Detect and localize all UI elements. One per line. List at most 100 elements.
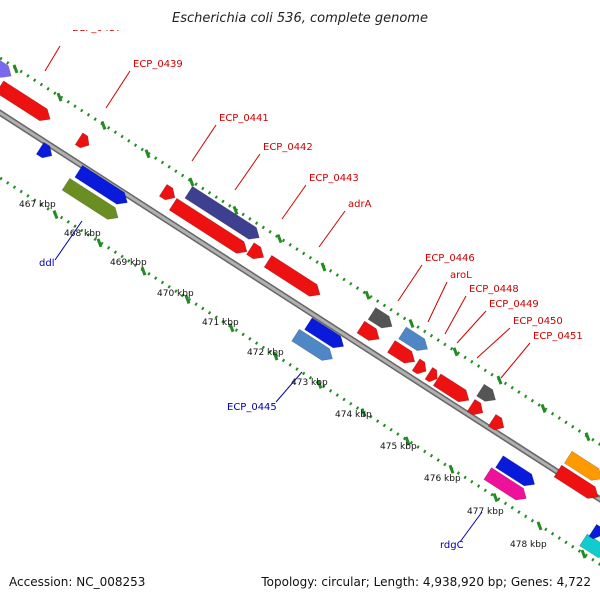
gene-label-leader [281,184,307,220]
ruler-tick-inner [448,464,455,474]
ruler-tick-inner [536,521,543,531]
gene-label-leader [476,327,511,359]
ruler-tick-inner [228,323,235,333]
gene-label-leader [191,124,217,162]
kbp-label: 473 kbp [291,378,328,388]
gene-arrow [304,317,345,349]
ruler-tick-outer [100,120,107,130]
gene-label-leader [500,342,531,379]
gene-features [0,57,600,558]
ruler-tick-inner [96,238,103,248]
kbp-rulers [0,56,600,567]
gene-arrow [0,80,51,122]
kbp-label: 471 kbp [202,318,239,328]
genome-summary-text: Topology: circular; Length: 4,938,920 bp… [260,575,591,589]
forward-gene-label: aroL [450,270,472,281]
ruler-tick-inner [316,379,323,389]
gene-label-leader [234,153,261,191]
gene-arrow [367,307,393,329]
forward-gene-label: ECP_0443 [309,173,359,184]
ruler-tick-inner [360,408,367,418]
kbp-label: 470 kbp [157,289,194,299]
ruler-tick-inner [272,351,279,361]
gene-labels: ECP_0437ECP_0439ECP_0441ECP_0442ECP_0443… [19,23,583,551]
gene-label-leader [318,210,346,248]
gene-arrow [184,185,260,240]
gene-arrow [563,450,600,481]
accession-text: Accession: NC_008253 [9,575,145,589]
gene-arrow [291,328,333,361]
forward-gene-label: ECP_0441 [219,113,269,124]
gene-arrow [588,523,600,540]
gene-arrow [246,242,265,260]
ruler-tick-inner [404,436,411,446]
ruler-line-inner [0,176,600,567]
gene-arrow [487,413,505,431]
ruler-tick-outer [584,432,591,442]
gene-arrow [74,165,128,205]
gene-label-leader [275,371,303,403]
gene-label-leader [444,295,467,335]
kbp-label: 477 kbp [467,507,504,517]
reverse-gene-label: ECP_0445 [227,402,277,413]
gene-arrow [74,132,90,149]
ruler-tick-inner [580,549,587,559]
gene-arrow [263,254,321,297]
ruler-tick-inner [140,266,147,276]
kbp-label: 468 kbp [64,229,101,239]
genome-title: Escherichia coli 536, complete genome [172,11,428,26]
gene-label-leader [397,264,423,302]
ruler-tick-outer [320,262,327,272]
ruler-tick-outer [452,347,459,357]
forward-gene-label: ECP_0442 [263,142,313,153]
gene-arrow [579,533,600,558]
ruler-tick-outer [188,177,195,187]
reverse-gene-label: ddl [39,258,54,269]
gene-arrow [553,464,599,499]
gene-arrow [466,398,484,416]
kbp-label: 476 kbp [424,474,461,484]
forward-gene-label: adrA [348,199,372,210]
gene-arrow [35,141,53,159]
ruler-tick-inner [492,493,499,503]
kbp-label: 469 kbp [110,258,147,268]
ruler-tick-inner [184,294,191,305]
ruler-tick-outer [232,205,239,215]
gene-arrow [483,467,527,501]
ruler-tick-inner [52,210,59,220]
ruler-tick-outer [56,92,63,102]
gene-arrow [398,326,428,351]
ruler-tick-outer [364,290,371,300]
gene-label-leader [456,310,487,344]
forward-gene-label: ECP_0448 [469,284,519,295]
kbp-label: 467 kbp [19,200,56,210]
ruler-tick-outer [144,149,151,159]
gene-arrow [61,177,119,220]
gene-label-leader [459,511,483,543]
gene-arrow [432,373,470,403]
gene-arrow [0,57,12,78]
ruler-tick-outer [12,64,19,74]
forward-gene-label: ECP_0446 [425,253,475,264]
reverse-gene-label: rdgC [440,540,464,551]
ruler-tick-outer [408,319,415,329]
forward-gene-label: ECP_0450 [513,316,563,327]
gene-arrow [168,197,248,254]
gene-arrow [424,366,438,383]
forward-gene-label: ECP_0439 [133,59,183,70]
kbp-label: 474 kbp [335,410,372,420]
kbp-label: 472 kbp [247,348,284,358]
ruler-line-outer [0,56,600,447]
forward-gene-label: ECP_0437 [72,23,122,34]
gene-arrow [158,183,176,201]
ruler-tick-outer [496,375,503,385]
ruler-tick-outer [276,234,283,244]
gene-label-leader [44,45,61,72]
forward-gene-label: ECP_0449 [489,299,539,310]
forward-gene-label: ECP_0451 [533,331,583,342]
gene-arrow [411,358,427,375]
gene-arrow [476,383,496,402]
gene-arrow [356,320,380,341]
ruler-tick-outer [540,403,547,413]
kbp-label: 475 kbp [380,442,417,452]
